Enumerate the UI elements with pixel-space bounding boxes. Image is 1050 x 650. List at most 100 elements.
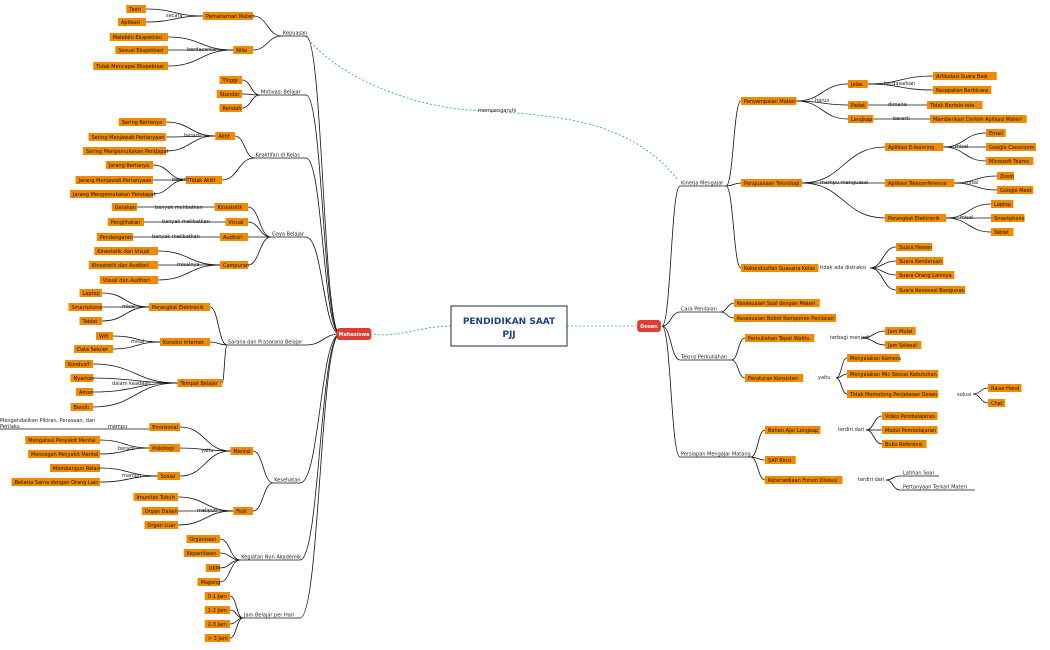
- aktif-item-node[interactable]: [88, 133, 167, 141]
- aplikasi-teleconference-node[interactable]: [885, 179, 955, 187]
- nilai-item-node[interactable]: [115, 46, 168, 54]
- padat-node[interactable]: [848, 101, 868, 109]
- kegiatan-item-node[interactable]: [183, 549, 220, 557]
- waktu-item-node[interactable]: [885, 341, 922, 349]
- perangkat-elektronik-node[interactable]: [149, 303, 210, 311]
- psikologi-item-node[interactable]: [25, 436, 100, 444]
- teori-node[interactable]: [126, 5, 146, 13]
- gerakan-node[interactable]: [111, 203, 137, 211]
- auditori-node[interactable]: [220, 233, 248, 241]
- tempat-item-node[interactable]: [70, 403, 94, 411]
- distraksi-item-node[interactable]: [896, 257, 944, 265]
- sosial-item-node[interactable]: [11, 478, 101, 486]
- bahan-item-node[interactable]: [882, 440, 927, 448]
- psikologi-node[interactable]: [149, 444, 180, 452]
- tempat-item-node[interactable]: [70, 374, 94, 382]
- pemahaman-materi-node[interactable]: [203, 12, 253, 20]
- campuran-item-node[interactable]: [88, 261, 158, 269]
- aktif-item-node[interactable]: [83, 147, 166, 155]
- emosional-node[interactable]: [149, 423, 180, 431]
- lengkap-item-node[interactable]: [930, 115, 1027, 123]
- central-topic-box[interactable]: [450, 305, 568, 347]
- mahasiswa-node[interactable]: [336, 328, 372, 340]
- kinestetik-node[interactable]: [214, 203, 249, 211]
- peraturan-konsisten-node[interactable]: [745, 374, 804, 382]
- koneksi-item-node[interactable]: [96, 332, 113, 340]
- visual-node[interactable]: [225, 218, 249, 226]
- padat-item-node[interactable]: [927, 101, 983, 109]
- elektronik-item-node[interactable]: [991, 214, 1025, 222]
- solusi-item-node[interactable]: [988, 384, 1022, 392]
- aplikasi-elearning-node[interactable]: [885, 143, 944, 151]
- campuran-item-node[interactable]: [94, 247, 158, 255]
- motivasi-item-node[interactable]: [219, 76, 243, 84]
- peraturan-item-node[interactable]: [847, 354, 900, 362]
- sap-rinci-node[interactable]: [765, 456, 796, 464]
- motivasi-item-node[interactable]: [216, 90, 242, 98]
- distraksi-item-node[interactable]: [896, 271, 955, 279]
- teleconference-item-node[interactable]: [997, 172, 1014, 180]
- lengkap-node[interactable]: [848, 115, 874, 123]
- sosial-node[interactable]: [157, 472, 181, 480]
- koneksi-internet-node[interactable]: [160, 338, 210, 346]
- bahan-item-node[interactable]: [882, 412, 938, 420]
- perangkat-item-node[interactable]: [79, 289, 103, 297]
- jelas-item-node[interactable]: [933, 86, 992, 94]
- penyampaian-materi-node[interactable]: [741, 97, 797, 105]
- tempat-item-node[interactable]: [76, 388, 93, 396]
- perkuliahan-tepat-waktu-node[interactable]: [745, 334, 815, 342]
- tidak-aktif-item-node[interactable]: [105, 161, 153, 169]
- kekondusifan-suasana-node[interactable]: [741, 264, 819, 272]
- teleconference-item-node[interactable]: [997, 186, 1034, 194]
- penglihatan-node[interactable]: [107, 218, 144, 226]
- bahan-item-node[interactable]: [882, 426, 938, 434]
- aktif-node[interactable]: [215, 132, 235, 140]
- pendengaran-node[interactable]: [96, 233, 133, 241]
- jam-item-node[interactable]: [204, 620, 230, 628]
- solusi-item-node[interactable]: [988, 399, 1005, 407]
- fisik-item-node[interactable]: [144, 521, 179, 529]
- nilai-item-node[interactable]: [93, 62, 168, 70]
- fisik-item-node[interactable]: [141, 507, 178, 515]
- aktif-item-node[interactable]: [118, 118, 166, 126]
- campuran-node[interactable]: [220, 261, 248, 269]
- perangkat-item-node[interactable]: [79, 317, 103, 325]
- koneksi-item-node[interactable]: [74, 345, 113, 353]
- penguasaan-teknologi-node[interactable]: [741, 179, 802, 187]
- jam-item-node[interactable]: [204, 606, 230, 614]
- elearning-item-node[interactable]: [986, 157, 1034, 165]
- nilai-node[interactable]: [233, 46, 253, 54]
- kegiatan-item-node[interactable]: [205, 564, 220, 572]
- tempat-belajar-node[interactable]: [177, 379, 223, 387]
- penilaian-item-node[interactable]: [734, 314, 837, 322]
- distraksi-item-node[interactable]: [896, 243, 933, 251]
- peraturan-item-node[interactable]: [847, 390, 939, 398]
- bahan-ajar-node[interactable]: [765, 426, 821, 434]
- peraturan-item-node[interactable]: [847, 370, 939, 378]
- fisik-item-node[interactable]: [133, 493, 179, 501]
- nilai-item-node[interactable]: [109, 33, 168, 41]
- forum-diskusi-node[interactable]: [765, 476, 843, 484]
- dosen-node[interactable]: [637, 320, 661, 332]
- elearning-item-node[interactable]: [986, 129, 1006, 137]
- tidak-aktif-node[interactable]: [185, 176, 222, 184]
- jam-item-node[interactable]: [204, 592, 230, 600]
- distraksi-item-node[interactable]: [896, 286, 966, 294]
- elearning-item-node[interactable]: [986, 143, 1036, 151]
- waktu-item-node[interactable]: [885, 327, 916, 335]
- elektronik-item-node[interactable]: [991, 228, 1014, 236]
- fisik-node[interactable]: [233, 507, 253, 515]
- motivasi-item-node[interactable]: [219, 104, 243, 112]
- jelas-item-node[interactable]: [933, 72, 997, 80]
- campuran-item-node[interactable]: [99, 276, 158, 284]
- aplikasi-node[interactable]: [118, 18, 146, 26]
- kegiatan-item-node[interactable]: [197, 578, 221, 586]
- psikologi-item-node[interactable]: [28, 450, 100, 458]
- perangkat-item-node[interactable]: [68, 303, 103, 311]
- jelas-node[interactable]: [848, 80, 868, 88]
- tempat-item-node[interactable]: [65, 360, 93, 368]
- tidak-aktif-item-node[interactable]: [70, 190, 153, 198]
- elektronik-item-node[interactable]: [991, 200, 1014, 208]
- kegiatan-item-node[interactable]: [186, 535, 221, 543]
- mental-node[interactable]: [230, 447, 254, 455]
